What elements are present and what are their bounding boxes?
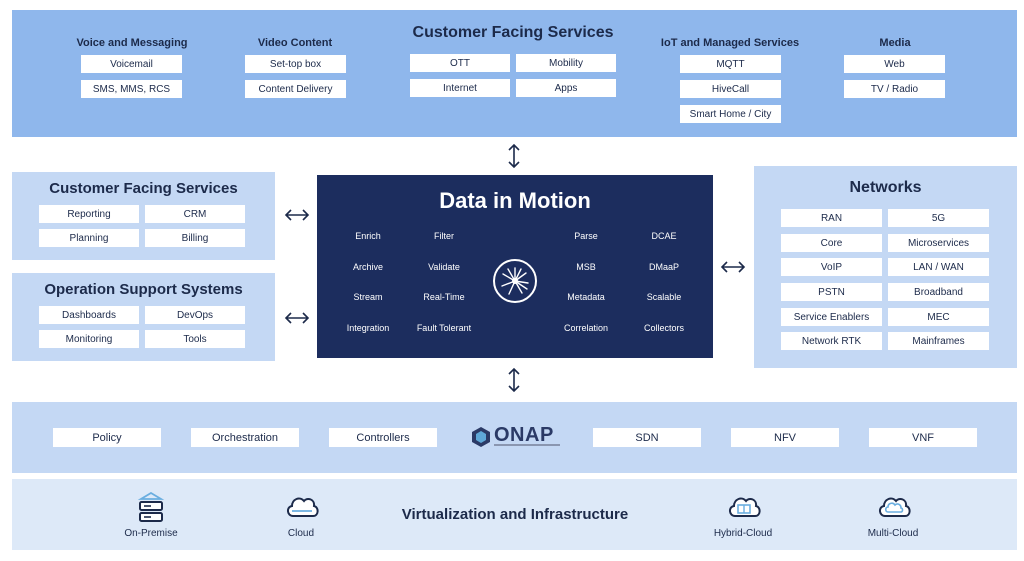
sdn-box: SDN [593, 428, 701, 447]
ran-box: RAN [781, 209, 882, 227]
top-panel-title: Customer Facing Services [412, 24, 614, 41]
data-in-motion-panel: Data in Motion Enrich Filter Archive Val… [317, 175, 713, 358]
dim-enrich: Enrich [355, 231, 381, 241]
voice-messaging-title: Voice and Messaging [76, 37, 188, 49]
horizontal-double-arrow-icon [284, 311, 310, 325]
hybrid-cloud-icon [726, 492, 762, 520]
tv-radio-box: TV / Radio [844, 80, 945, 98]
onap-hexagon-icon [472, 427, 490, 447]
dim-filter: Filter [434, 231, 454, 241]
dim-correlation: Correlation [563, 323, 609, 333]
dim-parse: Parse [574, 231, 598, 241]
cloud-label: Cloud [287, 528, 315, 539]
iot-managed-services-title: IoT and Managed Services [660, 37, 800, 49]
left-cfs-title: Customer Facing Services [49, 180, 238, 197]
dim-stream: Stream [353, 292, 383, 302]
web-box: Web [844, 55, 945, 73]
dim-scalable: Scalable [646, 292, 682, 302]
horizontal-double-arrow-icon [284, 208, 310, 222]
voicemail-box: Voicemail [81, 55, 182, 73]
dim-dcae: DCAE [651, 231, 677, 241]
mec-box: MEC [888, 308, 989, 326]
oss-title: Operation Support Systems [44, 281, 243, 298]
tools-box: Tools [145, 330, 245, 348]
apps-box: Apps [516, 79, 616, 97]
nfv-box: NFV [731, 428, 839, 447]
devops-box: DevOps [145, 306, 245, 324]
dim-metadata: Metadata [567, 292, 605, 302]
virtualization-infrastructure-panel [12, 479, 1017, 550]
multi-cloud-icon [876, 491, 912, 521]
network-rtk-box: Network RTK [781, 332, 882, 350]
mainframes-box: Mainframes [888, 332, 989, 350]
set-top-box-box: Set-top box [245, 55, 346, 73]
smart-home-city-box: Smart Home / City [680, 105, 781, 123]
dim-fault-tolerant: Fault Tolerant [416, 323, 472, 333]
on-premise-label: On-Premise [124, 528, 178, 539]
dim-validate: Validate [428, 262, 460, 272]
onap-logo-text: ONAP [494, 424, 554, 446]
sms-mms-rcs-box: SMS, MMS, RCS [81, 80, 182, 98]
cloud-icon [284, 492, 320, 520]
controllers-box: Controllers [329, 428, 437, 447]
ott-box: OTT [410, 54, 510, 72]
monitoring-box: Monitoring [39, 330, 139, 348]
horizontal-double-arrow-icon [720, 260, 746, 274]
reporting-box: Reporting [39, 205, 139, 223]
onap-logo-underline [494, 444, 560, 446]
video-content-title: Video Content [257, 37, 333, 49]
lan-wan-box: LAN / WAN [888, 258, 989, 276]
policy-box: Policy [53, 428, 161, 447]
vnf-box: VNF [869, 428, 977, 447]
dim-msb: MSB [576, 262, 596, 272]
vertical-double-arrow-icon [506, 367, 522, 393]
planning-box: Planning [39, 229, 139, 247]
vertical-double-arrow-icon [506, 143, 522, 169]
orchestration-box: Orchestration [191, 428, 299, 447]
voip-box: VoIP [781, 258, 882, 276]
mobility-box: Mobility [516, 54, 616, 72]
virtualization-infrastructure-title: Virtualization and Infrastructure [401, 506, 629, 523]
dim-collectors: Collectors [643, 323, 684, 333]
onap-logo: ONAP [470, 424, 562, 450]
media-title: Media [879, 37, 911, 49]
content-delivery-box: Content Delivery [245, 80, 346, 98]
5g-box: 5G [888, 209, 989, 227]
service-enablers-box: Service Enablers [781, 308, 882, 326]
dashboards-box: Dashboards [39, 306, 139, 324]
hybrid-cloud-label: Hybrid-Cloud [713, 528, 773, 539]
networks-title: Networks [849, 179, 922, 196]
onap-panel [12, 402, 1017, 473]
billing-box: Billing [145, 229, 245, 247]
mqtt-box: MQTT [680, 55, 781, 73]
crm-box: CRM [145, 205, 245, 223]
dim-dmaap: DMaaP [648, 262, 679, 272]
core-box: Core [781, 234, 882, 252]
multi-cloud-label: Multi-Cloud [867, 528, 919, 539]
microservices-box: Microservices [888, 234, 989, 252]
broadband-box: Broadband [888, 283, 989, 301]
dim-integration: Integration [346, 323, 390, 333]
hivecall-box: HiveCall [680, 80, 781, 98]
internet-box: Internet [410, 79, 510, 97]
dim-archive: Archive [352, 262, 383, 272]
data-burst-icon [493, 259, 537, 303]
customer-facing-services-top-panel [12, 10, 1017, 137]
dim-real-time: Real-Time [423, 292, 465, 302]
pstn-box: PSTN [781, 283, 882, 301]
data-in-motion-title: Data in Motion [439, 188, 591, 213]
server-icon [137, 491, 165, 524]
